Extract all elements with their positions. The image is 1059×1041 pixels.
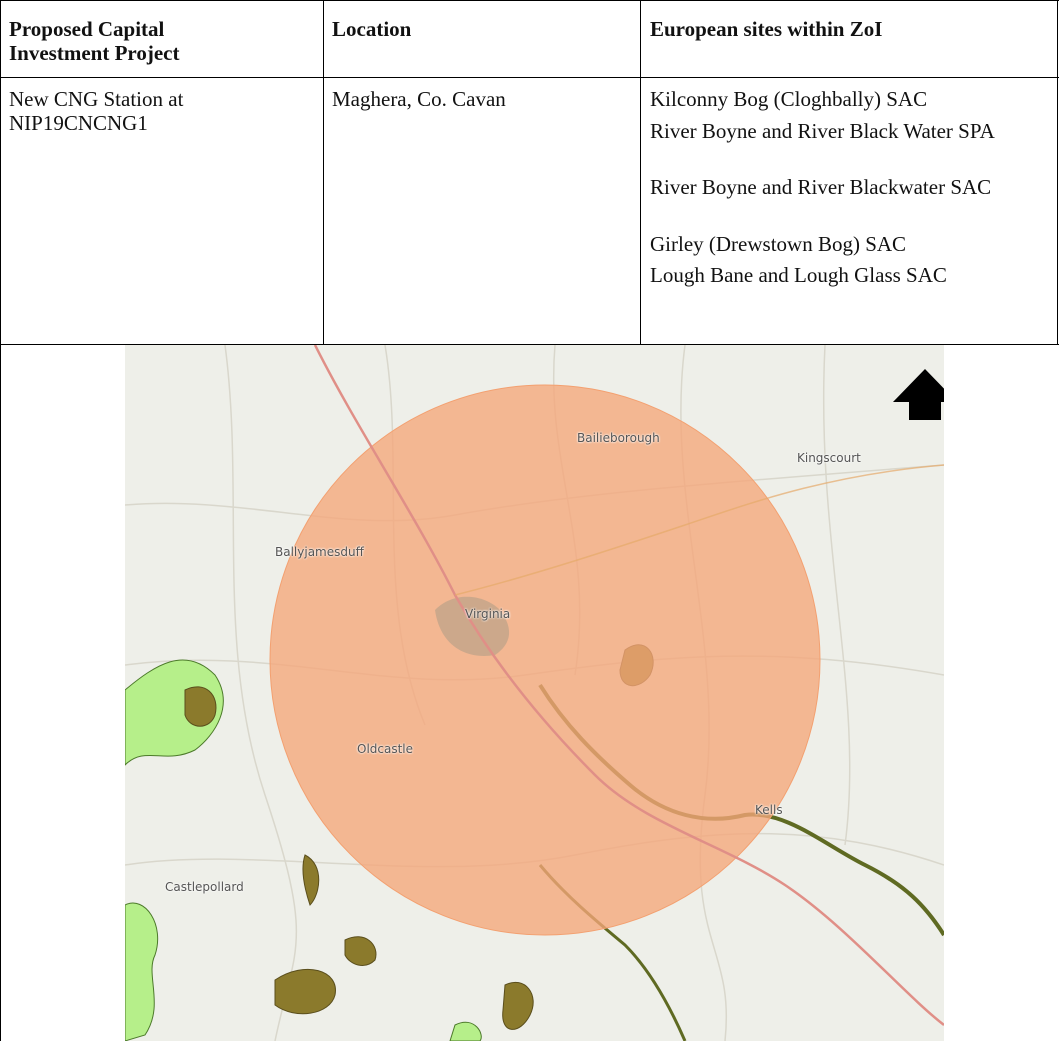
table-border-header-bottom — [0, 77, 1059, 78]
place-label-ballyjamesduff: Ballyjamesduff — [275, 545, 364, 559]
location-cell: Maghera, Co. Cavan — [332, 87, 506, 111]
place-label-oldcastle: Oldcastle — [357, 742, 414, 756]
header-project: Proposed Capital Investment Project — [9, 17, 180, 65]
site-item: Kilconny Bog (Cloghbally) SAC — [650, 87, 928, 111]
place-label-kells: Kells — [755, 803, 783, 817]
table-border-row-bottom — [0, 344, 1059, 345]
site-item: River Boyne and River Blackwater SAC — [650, 175, 992, 199]
project-cell: New CNG Station at NIP19CNCNG1 — [9, 87, 184, 135]
site-item: Lough Bane and Lough Glass SAC — [650, 263, 947, 287]
north-arrow-icon — [893, 369, 944, 420]
place-label-castlepollard: Castlepollard — [165, 880, 244, 894]
table-border-top — [0, 0, 1059, 1]
table-col-divider-1 — [323, 0, 324, 344]
header-sites: European sites within ZoI — [650, 17, 883, 41]
zoi-map: Bailieborough Kingscourt Ballyjamesduff … — [125, 345, 944, 1041]
place-label-bailieborough: Bailieborough — [577, 431, 660, 445]
map-graphic — [125, 345, 944, 1041]
table-border-left — [0, 0, 1, 1041]
site-item: Girley (Drewstown Bog) SAC — [650, 232, 907, 256]
site-item: River Boyne and River Black Water SPA — [650, 119, 995, 143]
header-location: Location — [332, 17, 412, 41]
place-label-virginia: Virginia — [465, 607, 511, 621]
table-col-divider-2 — [640, 0, 641, 344]
table-border-right — [1057, 0, 1058, 344]
place-label-kingscourt: Kingscourt — [797, 451, 861, 465]
